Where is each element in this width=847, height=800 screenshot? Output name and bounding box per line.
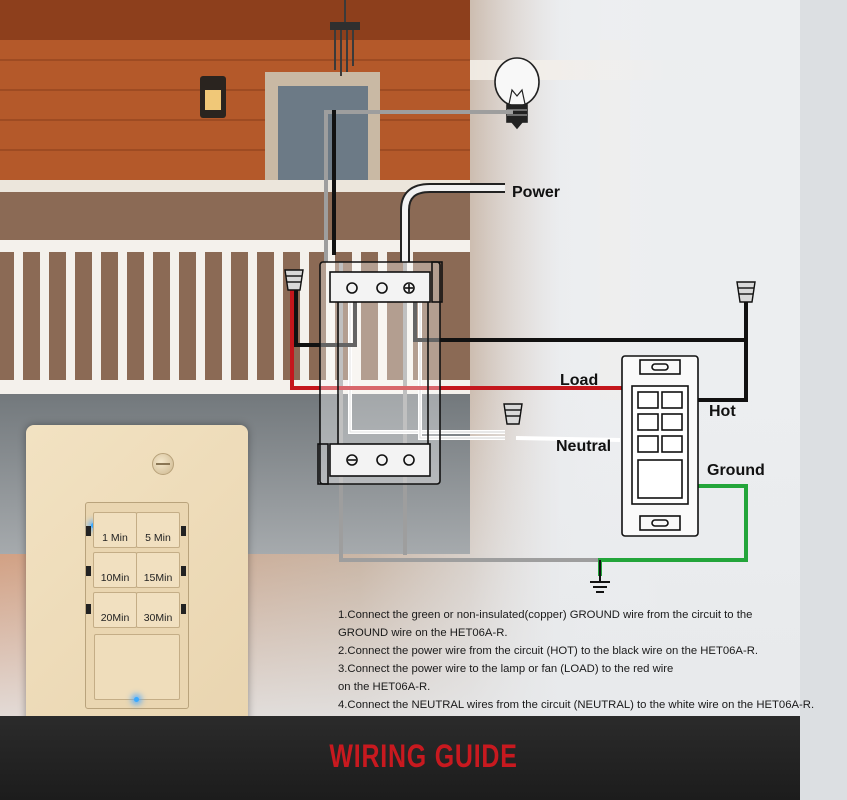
switch-diagram <box>621 355 699 537</box>
button-tab <box>86 526 91 536</box>
footer-band <box>0 716 800 800</box>
load-label: Load <box>560 372 599 389</box>
timer-button-30-min[interactable]: 30Min <box>136 592 180 628</box>
wiring-scene <box>0 0 800 720</box>
instruction-line: 2.Connect the power wire from the circui… <box>338 645 759 657</box>
on-off-button[interactable] <box>94 634 180 700</box>
load-wire <box>290 290 625 390</box>
timer-button-10-min[interactable]: 10Min <box>93 552 137 588</box>
instruction-line: GROUND wire on the HET06A-R. <box>338 627 508 639</box>
timer-button-1-min[interactable]: 1 Min <box>93 512 137 548</box>
timer-button-5-min[interactable]: 5 Min <box>136 512 180 548</box>
wiring-instructions: 1.Connect the green or non-insulated(cop… <box>338 606 815 714</box>
timer-button-20-min[interactable]: 20Min <box>93 592 137 628</box>
instruction-line: on the HET06A-R. <box>338 681 431 693</box>
button-tab <box>181 526 186 536</box>
electrical-box <box>317 261 443 485</box>
button-tab <box>181 566 186 576</box>
background-photo <box>0 0 800 720</box>
button-tab <box>86 566 91 576</box>
button-tab <box>181 604 186 614</box>
power-cable <box>400 183 505 262</box>
instruction-line: 1.Connect the green or non-insulated(cop… <box>338 609 753 621</box>
timer-button-15-min[interactable]: 15Min <box>136 552 180 588</box>
ground-symbol-icon <box>590 560 610 593</box>
ground-label: Ground <box>707 462 765 479</box>
button-tab <box>86 604 91 614</box>
footer-title: WIRING GUIDE <box>329 738 518 774</box>
top-screw-icon <box>152 453 174 475</box>
instruction-line: 3.Connect the power wire to the lamp or … <box>338 663 674 675</box>
instruction-line: 4.Connect the NEUTRAL wires from the cir… <box>338 699 815 711</box>
hot-wires <box>294 110 748 402</box>
light-bulb-icon <box>494 57 540 130</box>
hot-label: Hot <box>709 403 736 420</box>
indicator-led-bottom <box>134 697 139 702</box>
power-label: Power <box>512 184 561 201</box>
neutral-label: Neutral <box>556 438 612 455</box>
wire-nut-icon <box>284 269 756 425</box>
